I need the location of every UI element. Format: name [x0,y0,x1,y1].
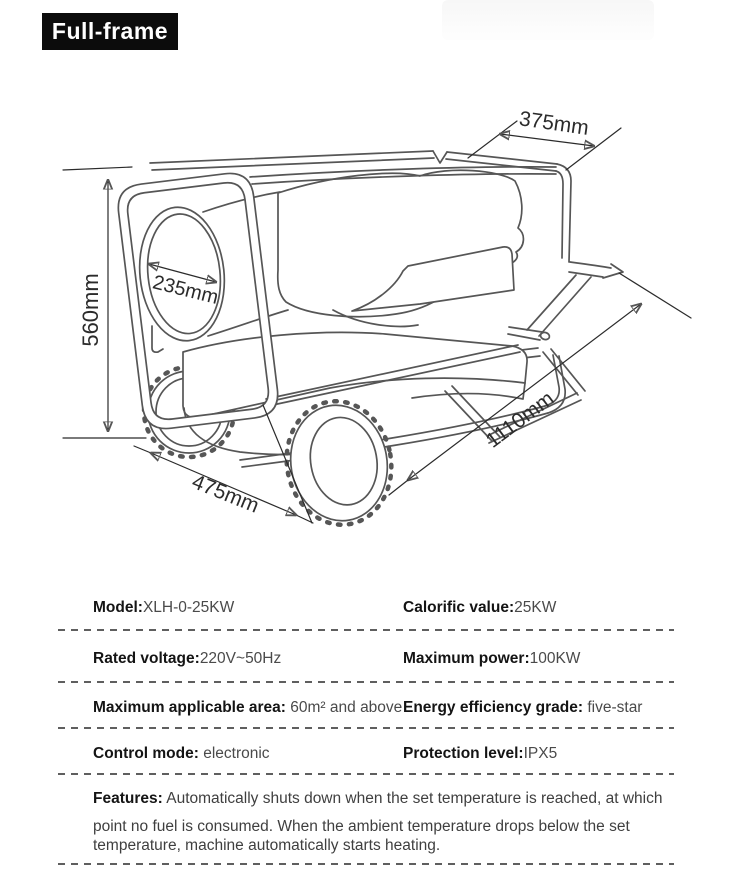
spec-applicable-area-value: 60m² and above [285,699,403,716]
spec-rated-voltage-value: 220V~50Hz [199,650,282,667]
right-wheel [284,399,394,527]
spec-maximum-power-value: 100KW [529,650,581,667]
dashed-divider [58,629,674,631]
spec-features: Features: Automatically shuts down when … [93,790,713,855]
features-line-3: temperature, machine automatically start… [93,836,441,854]
spec-model-label: Model: [93,599,143,616]
dashed-divider [58,863,674,865]
spec-energy-efficiency-value: five-star [583,699,643,716]
dimension-label-base-depth: 475mm [189,470,263,518]
spec-calorific-value-label: Calorific value: [403,599,515,616]
dimension-annotations [62,120,692,524]
spec-maximum-power: Maximum power:100KW [403,650,580,668]
spec-applicable-area-label: Maximum applicable area: [93,699,286,716]
spec-protection-level: Protection level:IPX5 [403,745,557,763]
spec-control-mode: Control mode: electronic [93,745,270,763]
dimension-label-height: 560mm [78,273,103,346]
dashed-divider [58,727,674,729]
spec-control-mode-value: electronic [198,745,270,762]
cage-rear-rails [149,150,572,263]
dashed-divider [58,681,674,683]
features-line-1-text: Automatically shuts down when the set te… [162,790,663,807]
fan-outlet [138,206,226,342]
front-hoop [117,172,279,430]
spec-rated-voltage: Rated voltage:220V~50Hz [93,650,281,668]
features-line-2: point no fuel is consumed. When the ambi… [93,818,630,835]
section-badge: Full-frame [42,13,178,50]
spec-protection-level-value: IPX5 [523,745,558,762]
features-label: Features: [93,790,163,807]
spec-maximum-power-label: Maximum power: [403,650,530,667]
spec-energy-efficiency: Energy efficiency grade: five-star [403,699,642,717]
section-badge-label: Full-frame [51,18,169,44]
hoop-tab [151,325,164,354]
spec-model: Model:XLH-0-25KW [93,599,234,617]
features-line-1: Features: Automatically shuts down when … [93,790,713,808]
spec-rated-voltage-label: Rated voltage: [93,650,200,667]
faint-watermark [442,0,654,40]
spec-model-value: XLH-0-25KW [142,599,235,616]
dimension-label-diagonal-length: 1110mm [482,387,559,453]
dimension-label-top-width: 375mm [518,107,591,140]
spec-protection-level-label: Protection level: [403,745,524,762]
spec-calorific-value-value: 25KW [514,599,557,616]
spec-control-mode-label: Control mode: [93,745,199,762]
spec-energy-efficiency-label: Energy efficiency grade: [403,699,584,716]
spec-applicable-area: Maximum applicable area: 60m² and above [93,699,402,717]
dashed-divider [58,773,674,775]
spec-calorific-value: Calorific value:25KW [403,599,556,617]
